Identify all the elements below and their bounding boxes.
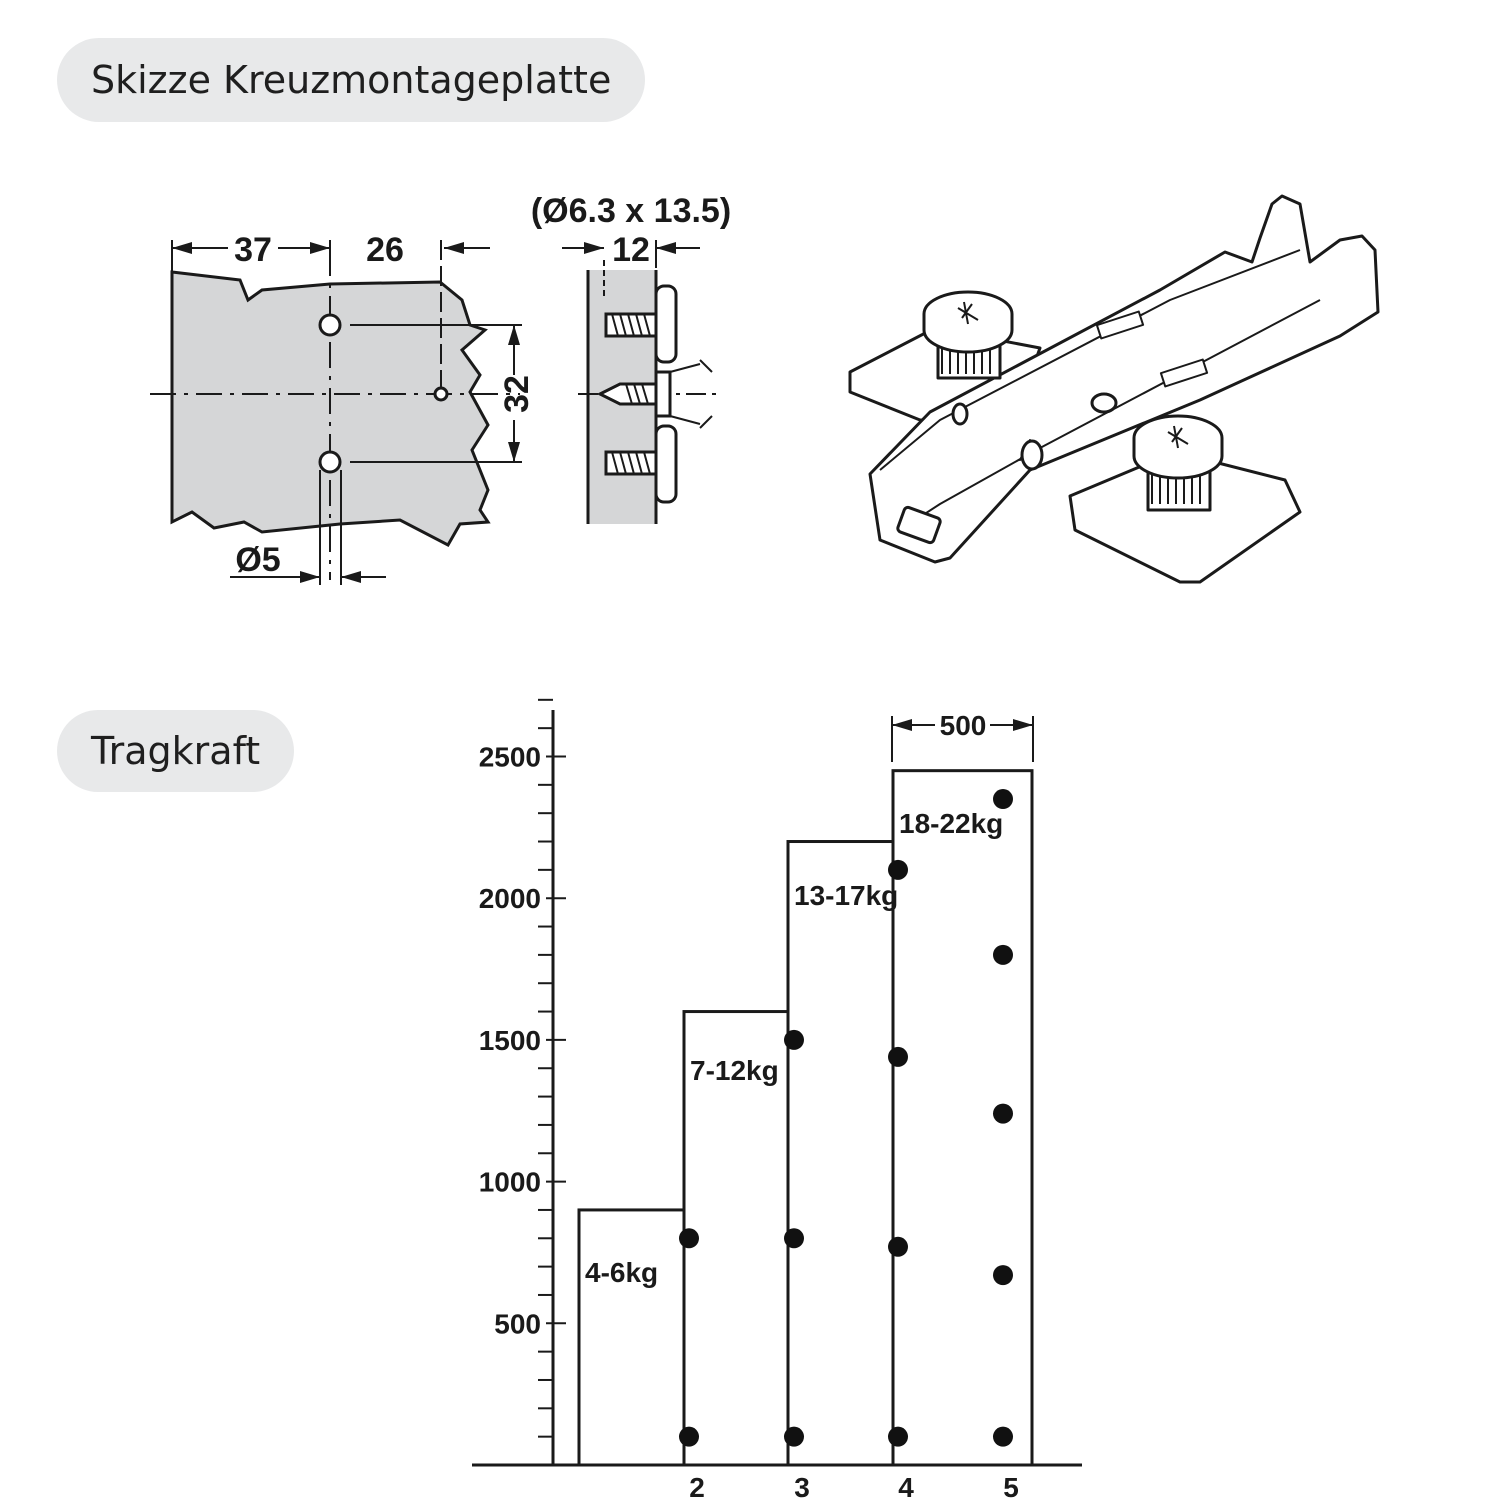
hinge-dot bbox=[993, 1103, 1013, 1124]
hole-top bbox=[318, 313, 342, 337]
adjustment-screw-left bbox=[922, 290, 1014, 380]
hinge-dot bbox=[888, 1426, 908, 1447]
width-dimension-label: 500 bbox=[940, 710, 987, 741]
dim-12-label: 12 bbox=[612, 231, 650, 269]
hinge-dot bbox=[784, 1029, 804, 1050]
hinge-dot bbox=[784, 1426, 804, 1447]
hinge-dot bbox=[993, 1426, 1013, 1447]
hinge-dot bbox=[888, 1046, 908, 1067]
dim-37-label: 37 bbox=[234, 231, 272, 269]
adjustment-screw-right bbox=[1132, 414, 1224, 512]
load-range-label: 13-17kg bbox=[794, 880, 898, 911]
drilling-front-view bbox=[150, 240, 522, 585]
hinge-dot bbox=[679, 1426, 699, 1447]
x-tick-label: 3 bbox=[794, 1472, 810, 1500]
hinge-dot bbox=[993, 944, 1013, 965]
screw-bottom bbox=[604, 424, 678, 504]
hole-bottom bbox=[318, 450, 342, 474]
dim-26-label: 26 bbox=[366, 231, 404, 269]
x-tick-label: 2 bbox=[689, 1472, 705, 1500]
dim-32-label: 32 bbox=[498, 375, 536, 413]
mounting-plate-illustration bbox=[848, 194, 1380, 584]
load-range-label: 4-6kg bbox=[585, 1257, 658, 1288]
load-range-label: 7-12kg bbox=[690, 1055, 779, 1086]
section-label-load-capacity: Tragkraft bbox=[57, 710, 295, 792]
y-tick-label: 1500 bbox=[479, 1025, 541, 1056]
y-tick-label: 500 bbox=[494, 1308, 541, 1339]
hinge-dot bbox=[679, 1228, 699, 1249]
screw-top bbox=[604, 284, 678, 364]
x-tick-label: 5 bbox=[1003, 1472, 1019, 1500]
screw-middle bbox=[596, 359, 713, 429]
screw-spec-label: (Ø6.3 x 13.5) bbox=[531, 192, 731, 230]
hinge-dot bbox=[888, 859, 908, 880]
dim-d5-label: Ø5 bbox=[235, 541, 280, 579]
load-range-label: 18-22kg bbox=[899, 808, 1003, 839]
x-tick-label: 4 bbox=[898, 1472, 914, 1500]
plate-arm bbox=[868, 194, 1380, 564]
side-view bbox=[562, 240, 720, 524]
y-tick-label: 1000 bbox=[479, 1167, 541, 1198]
y-tick-label: 2000 bbox=[479, 883, 541, 914]
y-tick-label: 2500 bbox=[479, 742, 541, 773]
hole-small bbox=[433, 386, 449, 402]
hinge-dot bbox=[993, 1265, 1013, 1286]
hinge-dot bbox=[784, 1228, 804, 1249]
hinge-dot bbox=[993, 789, 1013, 810]
section-label-sketch: Skizze Kreuzmontageplatte bbox=[57, 38, 646, 122]
hinge-dot bbox=[888, 1236, 908, 1257]
